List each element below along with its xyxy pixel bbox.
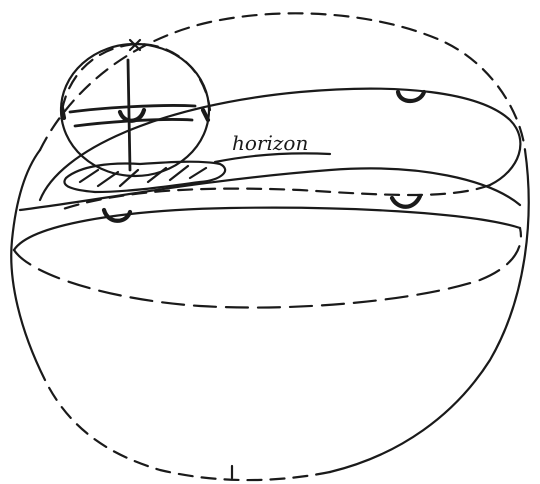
observer-center-mark (120, 110, 144, 121)
orbit-markers (104, 92, 424, 221)
observer-left-dot (62, 108, 64, 118)
marker-upper-right (398, 92, 424, 101)
outer-sphere-right-side (330, 150, 529, 472)
observer-right-dot (203, 110, 208, 120)
outer-sphere-left-side (11, 150, 45, 380)
equator-front-arc (14, 208, 520, 250)
observer-cross-vertical (128, 60, 130, 170)
tilted-orbit-lower-arc (60, 185, 490, 210)
observer-circle-dashed-rim (62, 44, 210, 110)
outer-sphere (11, 13, 528, 480)
observer-circle (61, 40, 210, 176)
observer-cross-horizontal-upper (70, 105, 195, 112)
equator-back-arc (14, 228, 521, 308)
horizon-label: horizon (232, 131, 308, 155)
marker-middle-right (392, 196, 420, 207)
outer-sphere-top-arc (40, 13, 525, 150)
equator-ellipse (14, 208, 521, 308)
outer-sphere-bottom-arc (45, 380, 330, 480)
